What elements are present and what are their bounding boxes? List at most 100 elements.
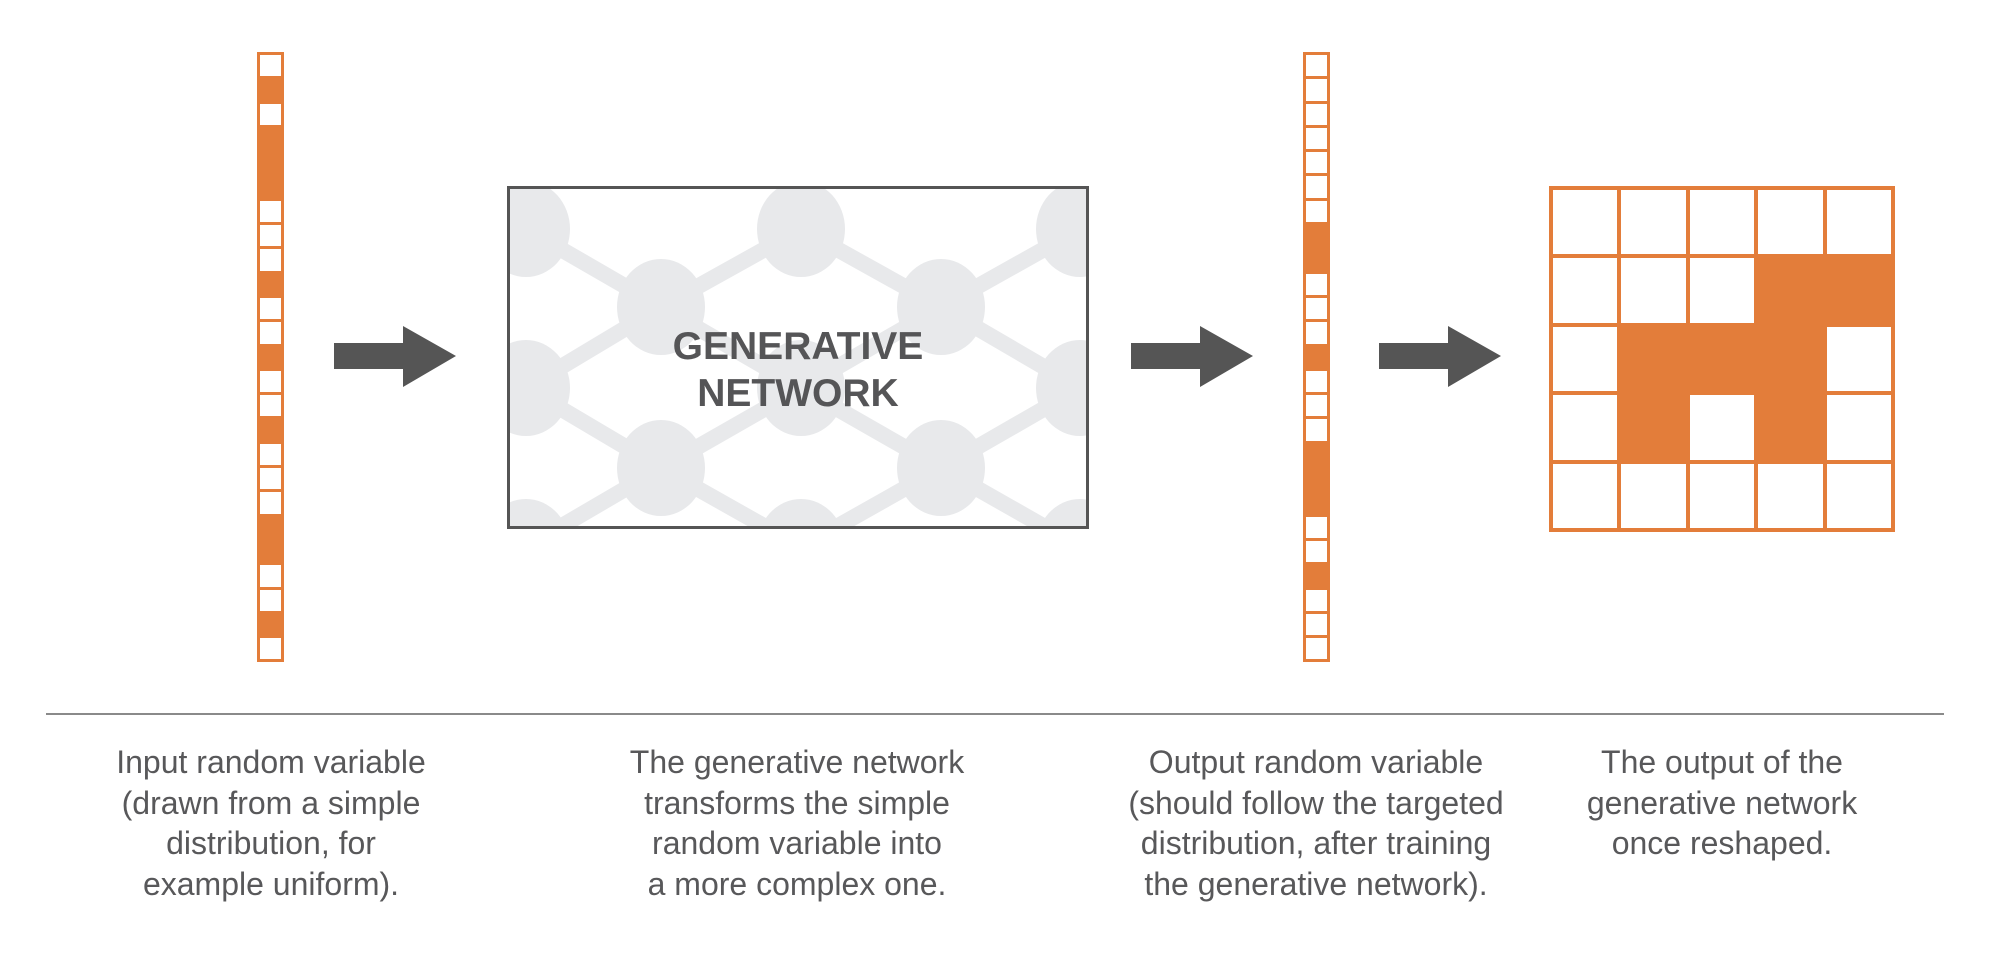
vector-cell-empty [1303, 173, 1330, 201]
grid-cell-empty [1758, 190, 1823, 255]
grid-cell-empty [1553, 258, 1618, 323]
generative-network-box: GENERATIVE NETWORK [507, 186, 1089, 529]
vector-cell-empty [257, 635, 284, 663]
caption-line: generative network [1586, 784, 1858, 821]
vector-cell-empty [1303, 635, 1330, 663]
vector-cell-empty [1303, 52, 1330, 80]
grid-cell-empty [1826, 326, 1891, 392]
arrow-shape [1379, 326, 1501, 387]
grid-cell-empty [1689, 258, 1755, 323]
network-node [510, 189, 570, 277]
network-node [897, 420, 985, 516]
grid-cell-empty [1553, 190, 1618, 255]
grid-cell-filled [1758, 258, 1823, 323]
vector-cell-empty [1303, 294, 1330, 323]
caption-line: a more complex one. [647, 865, 947, 902]
network-node [757, 189, 845, 277]
caption-line: Output random variable [1148, 744, 1484, 780]
network-node [1040, 499, 1086, 526]
caption-network: The generative network transforms the si… [567, 742, 1027, 904]
grid-cell-empty [1826, 190, 1891, 255]
vector-cell-empty [257, 392, 284, 420]
caption-line: (should follow the targeted [1128, 784, 1504, 821]
vector-cell-empty [1303, 537, 1330, 566]
input-random-vector [257, 52, 284, 663]
vector-cell-empty [1303, 513, 1330, 541]
grid-cell-empty [1553, 463, 1618, 528]
network-node [1036, 189, 1086, 277]
network-node [757, 340, 845, 436]
vector-cell-empty [257, 562, 284, 590]
vector-cell-empty [1303, 124, 1330, 153]
vector-cell-empty [1303, 610, 1330, 639]
vector-cell-empty [257, 489, 284, 517]
grid-cell-empty [1553, 395, 1618, 460]
vector-cell-filled [257, 610, 284, 639]
arrow-right-icon [1131, 326, 1253, 387]
vector-cell-filled [1303, 465, 1330, 493]
caption-line: distribution, for [166, 825, 376, 861]
caption-line: random variable into [652, 825, 942, 861]
grid-cell-empty [1689, 395, 1755, 460]
network-node [897, 259, 985, 355]
vector-cell-empty [257, 246, 284, 274]
grid-cell-empty [1826, 463, 1891, 528]
grid-cell-filled [1826, 258, 1891, 323]
vector-cell-filled [257, 343, 284, 371]
arrow-shape [1131, 326, 1253, 387]
grid-cell-empty [1826, 395, 1891, 460]
grid-cell-filled [1758, 395, 1823, 460]
vector-cell-filled [257, 270, 284, 298]
vector-cell-filled [1303, 222, 1330, 250]
network-title-line1: GENERATIVE [672, 325, 924, 368]
network-node [1036, 340, 1086, 436]
vector-cell-filled [1303, 562, 1330, 590]
caption-line: Input random variable [116, 744, 426, 780]
vector-cell-empty [1303, 367, 1330, 396]
grid-cell-filled [1621, 395, 1686, 460]
vector-cell-filled [257, 76, 284, 104]
network-graph-illustration [510, 189, 1086, 526]
vector-cell-filled [257, 124, 284, 153]
caption-input: Input random variable (drawn from a simp… [41, 742, 501, 904]
vector-cell-empty [1303, 586, 1330, 614]
vector-cell-filled [1303, 246, 1330, 274]
grid-cell-empty [1621, 463, 1686, 528]
network-node [617, 420, 705, 516]
grid-cell-filled [1689, 326, 1755, 392]
grid-cell-empty [1689, 190, 1755, 255]
network-title: GENERATIVE NETWORK [510, 323, 1086, 417]
caption-output: Output random variable (should follow th… [1086, 742, 1546, 904]
arrow-right-icon [1379, 326, 1501, 387]
vector-cell-filled [1303, 489, 1330, 517]
vector-cell-empty [257, 294, 284, 323]
caption-line: transforms the simple [644, 784, 950, 821]
vector-cell-empty [1303, 416, 1330, 444]
vector-cell-empty [257, 197, 284, 226]
vector-cell-empty [257, 586, 284, 614]
vector-cell-filled [257, 149, 284, 177]
vector-cell-filled [1303, 343, 1330, 371]
vector-cell-empty [257, 465, 284, 493]
grid-cell-empty [1758, 463, 1823, 528]
arrow-shape [334, 326, 456, 387]
vector-cell-empty [1303, 270, 1330, 298]
vector-cell-empty [1303, 392, 1330, 420]
caption-line: (drawn from a simple [121, 784, 421, 821]
output-random-vector [1303, 52, 1330, 663]
divider-line [46, 713, 1944, 715]
network-node [510, 499, 566, 526]
vector-cell-empty [257, 100, 284, 128]
vector-cell-empty [1303, 76, 1330, 104]
vector-cell-empty [1303, 149, 1330, 177]
vector-cell-filled [257, 513, 284, 541]
vector-cell-empty [257, 367, 284, 396]
arrow-right-icon [334, 326, 456, 387]
vector-cell-filled [257, 173, 284, 201]
vector-cell-empty [257, 52, 284, 80]
caption-reshaped: The output of the generative network onc… [1492, 742, 1952, 864]
caption-line: once reshaped. [1611, 825, 1833, 861]
caption-line: distribution, after training [1140, 825, 1492, 861]
grid-cell-empty [1689, 463, 1755, 528]
vector-cell-filled [257, 416, 284, 444]
